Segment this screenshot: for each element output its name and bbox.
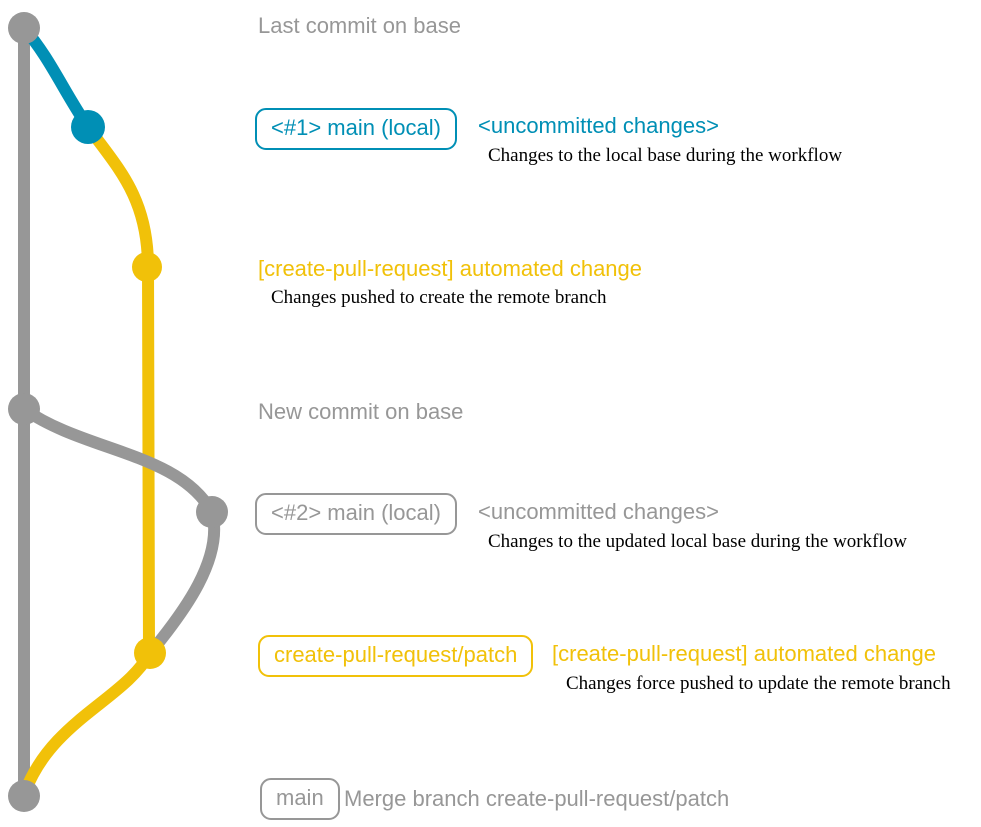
note-updated-local-base-changes: Changes to the updated local base during… [488,531,907,552]
branch-badge-main-local-1: <#1> main (local) [255,108,457,150]
commit-dot-last-commit [8,12,40,44]
branch-badge-create-pull-request-patch: create-pull-request/patch [258,635,534,677]
note-local-base-changes: Changes to the local base during the wor… [488,145,843,166]
commit-message-automated-change-1: [create-pull-request] automated change [258,256,643,281]
commit-dot-local-main-1 [71,110,105,144]
commit-message-merge: Merge branch create-pull-request/patch [344,786,730,811]
note-force-push-remote-branch: Changes force pushed to update the remot… [566,673,951,694]
git-graph [8,12,228,812]
branch-badge-main: main [260,778,340,820]
commit-dot-automated-change-2 [134,637,166,669]
merge-curve [19,647,156,798]
label-new-commit-on-base: New commit on base [258,399,464,424]
local-main-branch-curve [18,22,94,133]
commit-dot-new-commit [8,393,40,425]
updated-local-branch-curve-out [18,403,218,518]
commit-message-uncommitted-2: <uncommitted changes> [478,499,719,524]
updated-local-branch-curve-in [145,506,221,658]
branch-badge-main-local-2: <#2> main (local) [255,493,457,535]
commit-message-uncommitted-1: <uncommitted changes> [478,113,719,138]
label-last-commit-on-base: Last commit on base [258,13,461,38]
note-push-remote-branch: Changes pushed to create the remote bran… [271,287,607,308]
commit-message-automated-change-2: [create-pull-request] automated change [552,641,937,666]
commit-dot-merge [8,780,40,812]
commit-dot-automated-change [132,252,162,282]
commit-dot-local-main-2 [196,496,228,528]
pull-request-branch-line [82,121,155,659]
